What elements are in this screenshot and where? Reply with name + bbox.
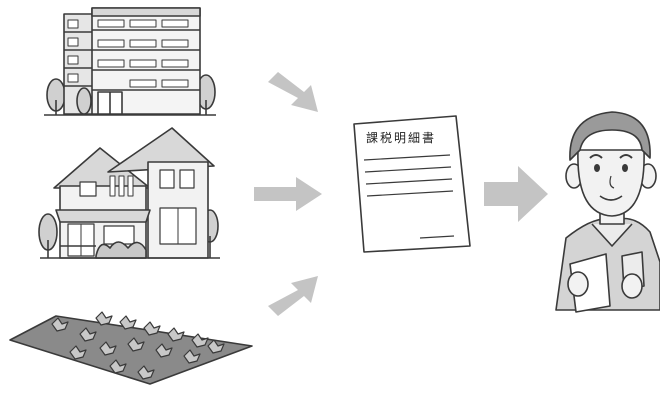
arrow-icon xyxy=(254,177,322,211)
apartment-building-icon xyxy=(44,7,216,116)
arrow-icon xyxy=(268,72,318,112)
tax-statement-document-icon: 課税明細書 xyxy=(353,115,471,253)
document-title: 課税明細書 xyxy=(366,130,436,145)
arrow-icon xyxy=(268,276,318,316)
farmland-icon xyxy=(9,311,253,385)
house-icon xyxy=(38,127,220,259)
arrow-icon xyxy=(484,166,548,222)
elderly-man-reading-icon xyxy=(555,111,660,313)
